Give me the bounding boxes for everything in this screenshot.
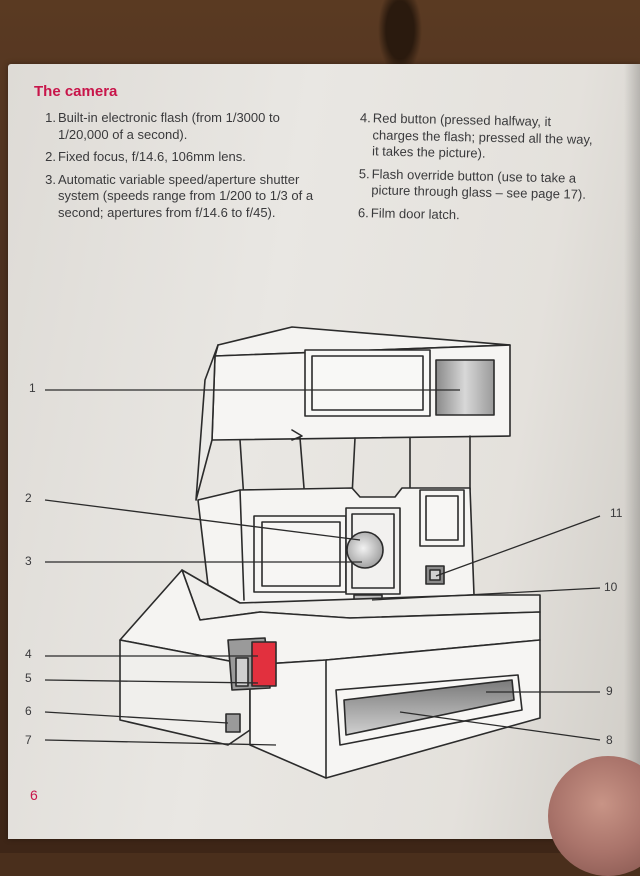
- feature-item-1: 1. Built-in electronic flash (from 1/300…: [40, 110, 325, 143]
- feature-list-left: 1. Built-in electronic flash (from 1/300…: [40, 110, 325, 227]
- flash-housing-side: [195, 344, 219, 501]
- feature-number: 3.: [45, 171, 56, 187]
- callout-label-10: 10: [604, 580, 618, 594]
- window-right: [419, 489, 465, 547]
- page-fold-shadow: [624, 64, 640, 839]
- callout-label-8: 8: [606, 733, 613, 747]
- feature-item-2: 2. Fixed focus, f/14.6, 106mm lens.: [40, 149, 325, 166]
- flash-emitter: [435, 359, 495, 416]
- camera-diagram: [44, 326, 601, 779]
- feature-number: 2.: [45, 149, 56, 164]
- film-door-latch: [225, 713, 241, 733]
- film-slot: [343, 679, 515, 736]
- feature-item-3: 3. Automatic variable speed/aperture shu…: [40, 172, 325, 222]
- red-button: [251, 641, 277, 687]
- section-heading: The camera: [34, 83, 118, 100]
- page-number: 6: [30, 787, 38, 803]
- feature-text: Fixed focus, f/14.6, 106mm lens.: [58, 149, 246, 164]
- callout-label-7: 7: [25, 733, 32, 747]
- feature-number: 1.: [45, 110, 56, 125]
- callout-label-11: 11: [610, 506, 623, 520]
- lens: [346, 531, 384, 569]
- callout-label-9: 9: [606, 684, 613, 698]
- callout-label-6: 6: [25, 704, 32, 718]
- feature-text: Built-in electronic flash (from 1/3000 t…: [58, 110, 280, 142]
- callout-label-3: 3: [25, 554, 32, 568]
- callout-label-2: 2: [25, 491, 32, 505]
- callout-label-4: 4: [25, 647, 32, 661]
- feature-text: Automatic variable speed/aperture shutte…: [58, 171, 314, 220]
- flash-window-frame: [304, 349, 431, 417]
- callout-label-5: 5: [25, 671, 32, 685]
- viewfinder-panel: [253, 515, 347, 593]
- callout-label-1: 1: [29, 381, 36, 395]
